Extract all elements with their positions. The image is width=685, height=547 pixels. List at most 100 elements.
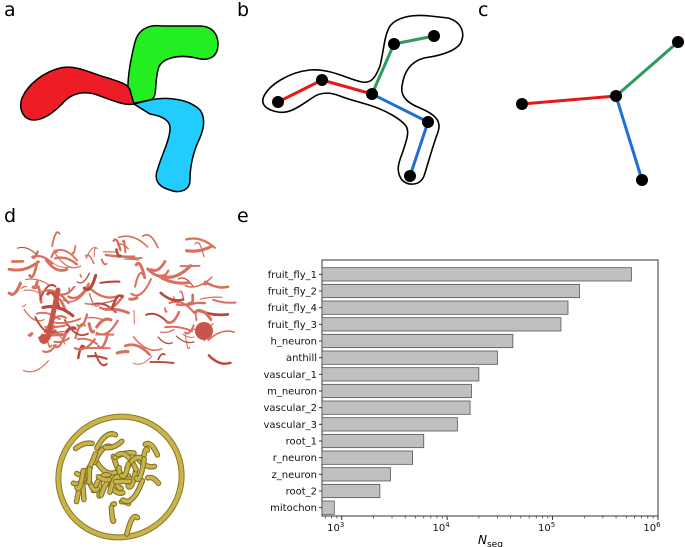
bar-fruit_fly_4 bbox=[321, 300, 569, 315]
vessel-strand bbox=[46, 290, 61, 310]
mito-branch bbox=[95, 432, 118, 450]
vessel-strand bbox=[134, 261, 147, 280]
vessel-strand bbox=[145, 312, 169, 325]
mito-branch bbox=[116, 451, 138, 472]
vessel-strand bbox=[21, 304, 27, 307]
vessel-strand bbox=[76, 272, 91, 284]
vessel-strand bbox=[95, 319, 119, 336]
vessel-strand bbox=[86, 316, 104, 321]
vessel-strand bbox=[117, 235, 149, 248]
vessel-strand bbox=[164, 325, 194, 333]
graph-edge-green bbox=[615, 40, 679, 98]
vessel-strand bbox=[165, 310, 181, 325]
vessel-strand bbox=[22, 360, 49, 373]
vessel-strand bbox=[184, 334, 191, 350]
mito-branch bbox=[125, 514, 140, 536]
vessel-strand bbox=[94, 351, 108, 367]
bar-vascular_1 bbox=[321, 367, 480, 382]
vessel-strand bbox=[123, 343, 151, 356]
skeleton-node bbox=[404, 170, 416, 182]
vessel-strand bbox=[134, 271, 144, 288]
vessel-strand bbox=[93, 247, 96, 258]
graph-node bbox=[636, 174, 648, 186]
y-tick-label: fruit_fly_3 bbox=[268, 320, 317, 331]
panel-d-vascular-render bbox=[7, 231, 237, 373]
vessel-strand bbox=[199, 296, 223, 300]
skeleton-edge-green-2 bbox=[393, 34, 435, 46]
bar-vascular_3 bbox=[321, 417, 458, 432]
vessel-strand bbox=[157, 353, 166, 361]
y-tick-label: r_neuron bbox=[273, 453, 317, 464]
vessel-strand bbox=[207, 354, 232, 365]
vessel-strand bbox=[65, 326, 77, 333]
vessel-strand bbox=[87, 322, 96, 334]
mito-branch bbox=[145, 475, 161, 485]
shape-outline bbox=[262, 14, 464, 185]
vessel-strand bbox=[141, 233, 159, 249]
bar-mitochon bbox=[321, 500, 335, 515]
vessel-strand bbox=[110, 294, 124, 311]
vessel-strand bbox=[82, 273, 98, 292]
y-tick-label: h_neuron bbox=[270, 337, 317, 348]
vessel-strand bbox=[122, 239, 127, 254]
y-tick-label: fruit_fly_2 bbox=[268, 287, 317, 298]
vessel-strand bbox=[39, 283, 57, 301]
mito-outer-loop bbox=[56, 414, 184, 540]
vessel-strand bbox=[112, 238, 122, 252]
vessel-strand bbox=[177, 277, 194, 288]
skeleton-node bbox=[272, 96, 284, 108]
vessel-strand bbox=[161, 276, 191, 285]
mito-branch bbox=[143, 441, 160, 457]
bar-root_2 bbox=[321, 483, 381, 499]
vessel-strand bbox=[67, 282, 90, 300]
vessel-strand bbox=[132, 355, 153, 365]
vessel-strand bbox=[160, 328, 175, 334]
panel-a-segmented-shape bbox=[20, 24, 219, 193]
vessel-blob bbox=[195, 322, 213, 340]
vessel-strand bbox=[16, 246, 37, 255]
mito-branch bbox=[134, 457, 146, 482]
vessel-strand bbox=[7, 260, 40, 272]
mito-branch bbox=[109, 505, 116, 523]
vessel-strand bbox=[53, 251, 82, 269]
mito-branch bbox=[119, 462, 131, 479]
y-tick-label: mitochon bbox=[270, 503, 317, 514]
vessel-strand bbox=[88, 292, 100, 307]
bar-r_neuron bbox=[321, 450, 413, 465]
vessel-strand bbox=[184, 276, 213, 288]
shape-cyan-region bbox=[132, 97, 205, 193]
skeleton-node bbox=[428, 30, 440, 42]
mito-branch bbox=[108, 475, 122, 494]
bar-vascular_2 bbox=[321, 400, 471, 415]
vessel-strand bbox=[73, 338, 96, 351]
x-tick-label: 105 bbox=[538, 521, 555, 534]
vessel-strand bbox=[41, 304, 75, 318]
mito-branch bbox=[103, 439, 124, 450]
mito-branch bbox=[110, 502, 117, 507]
y-tick-label: m_neuron bbox=[267, 387, 317, 398]
vessel-strand bbox=[44, 258, 69, 272]
skeleton-edge-red bbox=[277, 78, 323, 104]
vessel-strand bbox=[115, 248, 122, 258]
vessel-strand bbox=[24, 278, 50, 286]
skeleton-node bbox=[422, 116, 434, 128]
vessel-strand bbox=[77, 344, 86, 360]
vessel-strand bbox=[194, 309, 213, 322]
panel-label-e: e bbox=[237, 205, 249, 227]
bar-m_neuron bbox=[321, 383, 472, 399]
vessel-strand bbox=[31, 254, 54, 265]
y-tick-label: fruit_fly_4 bbox=[268, 303, 317, 314]
vessel-trunk bbox=[45, 287, 61, 341]
bar-fruit_fly_3 bbox=[321, 317, 562, 332]
graph-edge-blue bbox=[614, 95, 644, 181]
mito-branch bbox=[73, 441, 94, 451]
vessel-strand bbox=[157, 336, 174, 345]
y-tick-label: z_neuron bbox=[272, 470, 317, 481]
vessel-strand bbox=[31, 280, 39, 290]
vessel-strand bbox=[175, 335, 195, 344]
bar-h_neuron bbox=[321, 333, 514, 349]
vessel-strand bbox=[185, 245, 213, 253]
x-tick-label: 104 bbox=[433, 521, 451, 534]
vessel-strand bbox=[99, 280, 121, 284]
